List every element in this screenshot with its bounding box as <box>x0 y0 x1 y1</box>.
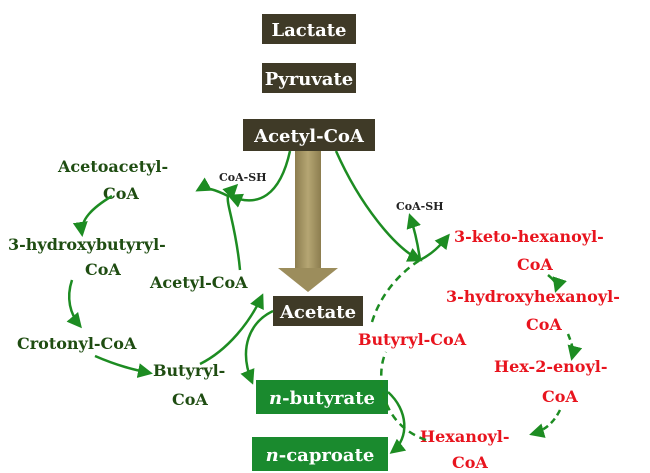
acetoacetyl-coa-label-line1: Acetoacetyl- <box>57 157 168 176</box>
arrow-acetylcoa-box-to-left <box>227 150 292 208</box>
hydroxybutyryl-coa-label-line2: CoA <box>85 260 121 279</box>
n-butyrate-box: n-butyrate <box>256 380 388 414</box>
arrow-acetyl-to-acetoacetyl <box>195 177 242 271</box>
arrow-keto-to-hydroxyhexanoyl <box>547 274 567 293</box>
arrow-hexenoyl-to-hexanoyl <box>529 409 562 438</box>
arrow-acetate-to-butyrate <box>240 309 274 385</box>
arrow-acetoacetyl-to-hydroxybutyryl <box>72 194 113 237</box>
keto-hexanoyl-coa-label-line2: CoA <box>517 255 553 274</box>
hydroxyhexanoyl-coa-label-line1: 3-hydroxyhexanoyl- <box>446 287 620 306</box>
acetate-label: Acetate <box>279 302 356 323</box>
left-cycle: Acetoacetyl- CoA 3-hydroxybutyryl- CoA A… <box>8 150 292 409</box>
arrow-hydroxybutyryl-to-crotonyl <box>66 279 82 329</box>
lactate-label: Lactate <box>271 20 346 41</box>
hydroxybutyryl-coa-label-line1: 3-hydroxybutyryl- <box>8 235 166 254</box>
arrow-butyrate-to-caproate <box>387 391 407 454</box>
svg-text:n-caproate: n-caproate <box>266 445 375 466</box>
hexanoyl-coa-label-line1: Hexanoyl- <box>420 427 510 446</box>
arrow-hydroxyhexanoyl-to-hexenoyl <box>566 333 583 361</box>
pyruvate-box: Pyruvate <box>262 63 356 93</box>
keto-hexanoyl-coa-label-line1: 3-keto-hexanoyl- <box>454 227 604 246</box>
arrow-crotonyl-to-butyryl <box>94 354 153 379</box>
left-coa-sh-label: CoA-SH <box>219 171 267 184</box>
acetyl-coa-box-label: Acetyl-CoA <box>253 126 365 147</box>
left-butyryl-coa-label-line1: Butyryl- <box>153 361 225 380</box>
svg-text:n-butyrate: n-butyrate <box>269 388 375 409</box>
acetoacetyl-coa-label-line2: CoA <box>103 184 139 203</box>
arrow-hexanoyl-to-butyryl-dashed <box>379 351 427 442</box>
hex-enoyl-coa-label-line2: CoA <box>542 387 578 406</box>
left-butyryl-coa-label-line2: CoA <box>172 390 208 409</box>
right-cycle: CoA-SH 3-keto-hexanoyl- CoA 3-hydroxyhex… <box>334 150 620 472</box>
hex-enoyl-coa-label-line1: Hex-2-enoyl- <box>494 357 607 376</box>
main-trunk-arrow <box>278 150 338 292</box>
pyruvate-label: Pyruvate <box>265 69 353 90</box>
acetyl-coa-box: Acetyl-CoA <box>243 119 375 151</box>
arrow-butyryl-to-acetate <box>199 293 264 366</box>
n-butyrate-suffix: -butyrate <box>282 388 375 409</box>
lactate-box: Lactate <box>262 14 356 44</box>
acetate-box: Acetate <box>273 296 363 326</box>
right-coa-sh-label: CoA-SH <box>396 200 444 213</box>
n-butyrate-prefix: n <box>269 388 282 409</box>
arrow-right-to-keto <box>419 233 450 262</box>
arrow-butyryl-to-keto-dashed <box>370 258 421 323</box>
arrow-coa-sh-release-right <box>406 213 422 261</box>
n-caproate-suffix: -caproate <box>279 445 375 466</box>
left-acetyl-coa-label: Acetyl-CoA <box>149 273 248 292</box>
arrow-acetylcoa-box-to-right <box>334 150 423 262</box>
right-butyryl-coa-label: Butyryl-CoA <box>358 330 467 349</box>
arrow-coa-sh-release-left <box>222 183 239 200</box>
hydroxyhexanoyl-coa-label-line2: CoA <box>526 315 562 334</box>
crotonyl-coa-label: Crotonyl-CoA <box>17 334 137 353</box>
hexanoyl-coa-label-line2: CoA <box>452 453 488 472</box>
n-caproate-prefix: n <box>266 445 279 466</box>
n-caproate-box: n-caproate <box>252 437 388 471</box>
